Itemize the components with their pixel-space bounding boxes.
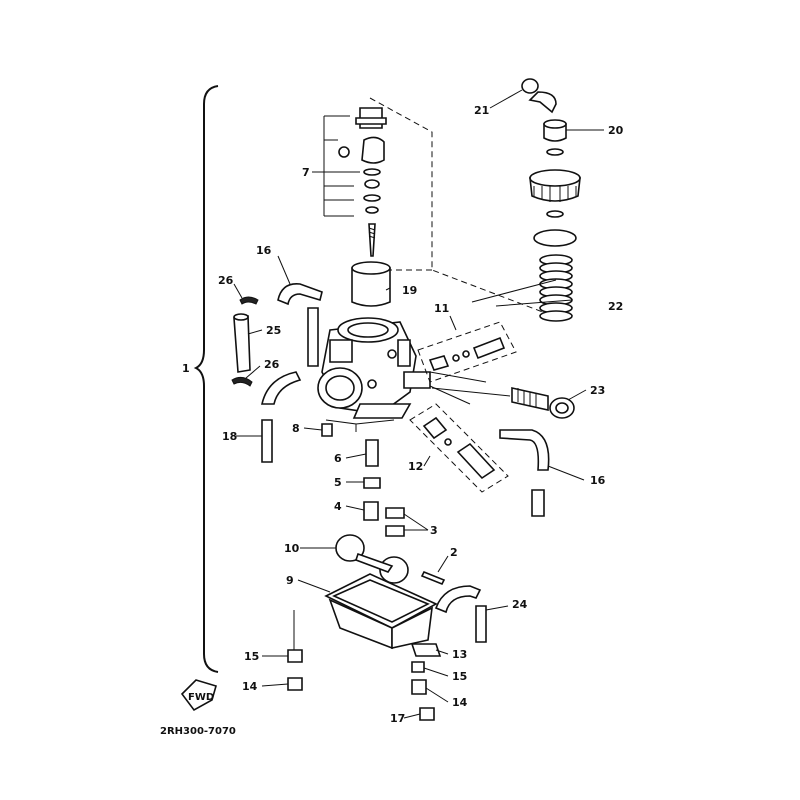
callout-10: 10 [284, 542, 300, 555]
starter-plunger [511, 387, 575, 419]
float-bowl [324, 573, 438, 650]
washer-5 [363, 477, 381, 489]
screw-15-left [287, 649, 303, 663]
callout-26-top: 26 [218, 274, 234, 287]
callout-21: 21 [474, 104, 489, 117]
drain-hose-25-end [233, 313, 249, 321]
overflow-hose-18-tube [261, 419, 273, 463]
clip-13 [410, 643, 442, 657]
callout-8: 8 [292, 422, 300, 435]
cable-adjuster-assembly [521, 78, 581, 247]
callout-16-top: 16 [256, 244, 272, 257]
reference-line-top [369, 97, 549, 315]
callout-9: 9 [286, 574, 294, 587]
callout-20: 20 [608, 124, 624, 137]
drawing-code: 2RH300-7070 [160, 726, 236, 737]
callout-4: 4 [334, 500, 342, 513]
jet-4 [363, 501, 379, 521]
callout-23: 23 [590, 384, 605, 397]
callout-15-left: 15 [244, 650, 259, 663]
assembly-bracket [193, 85, 219, 673]
callout-17: 17 [390, 712, 405, 725]
throttle-spring [539, 254, 573, 322]
callout-3: 3 [430, 524, 438, 537]
callout-6: 6 [334, 452, 342, 465]
jet-8 [321, 423, 333, 437]
callout-14-left: 14 [242, 680, 258, 693]
callout-12: 12 [408, 460, 423, 473]
needle-holder-assembly [323, 107, 387, 257]
callout-19: 19 [402, 284, 417, 297]
drain-hose-24 [434, 585, 482, 614]
float-pin [420, 570, 446, 586]
callout-5: 5 [334, 476, 342, 489]
callout-18: 18 [222, 430, 237, 443]
overflow-hose-18 [260, 371, 302, 405]
fwd-label: FWD [188, 692, 214, 703]
needle-jet-group [409, 403, 509, 493]
callout-26-bottom: 26 [264, 358, 280, 371]
screw-14-left [287, 677, 303, 691]
callout-11: 11 [434, 302, 449, 315]
callout-25: 25 [266, 324, 281, 337]
vent-hose-right-tube [531, 489, 545, 517]
screw-14-right [411, 679, 427, 695]
fwd-arrow-icon [180, 679, 217, 712]
throttle-valve [351, 261, 391, 307]
reference-line-11 [429, 371, 487, 405]
screw-15-right [411, 661, 425, 673]
o-ring-3b [385, 525, 405, 537]
carburetor-body [317, 317, 431, 419]
vent-hose-right [499, 429, 550, 471]
screw-17 [419, 707, 435, 721]
leader-lines [233, 89, 604, 719]
main-jet-6 [365, 439, 379, 467]
callout-2: 2 [450, 546, 458, 559]
vent-hose-top-tube [307, 307, 319, 367]
callout-22: 22 [608, 300, 623, 313]
callout-13: 13 [452, 648, 467, 661]
callout-15-right: 15 [452, 670, 467, 683]
hose-clip-upper [239, 296, 259, 305]
callout-16-right: 16 [590, 474, 606, 487]
pilot-screw-group [417, 321, 517, 383]
drain-hose-24-tube [475, 605, 487, 643]
callout-1: 1 [182, 362, 190, 375]
callout-7: 7 [302, 166, 310, 179]
callout-24: 24 [512, 598, 528, 611]
callout-14-right: 14 [452, 696, 468, 709]
bracket-8 [325, 419, 395, 432]
hose-clip-lower [231, 376, 253, 387]
drain-hose-25 [233, 315, 251, 373]
reference-line-23 [431, 387, 511, 397]
vent-hose-top [277, 283, 323, 306]
o-ring-3a [385, 507, 405, 519]
